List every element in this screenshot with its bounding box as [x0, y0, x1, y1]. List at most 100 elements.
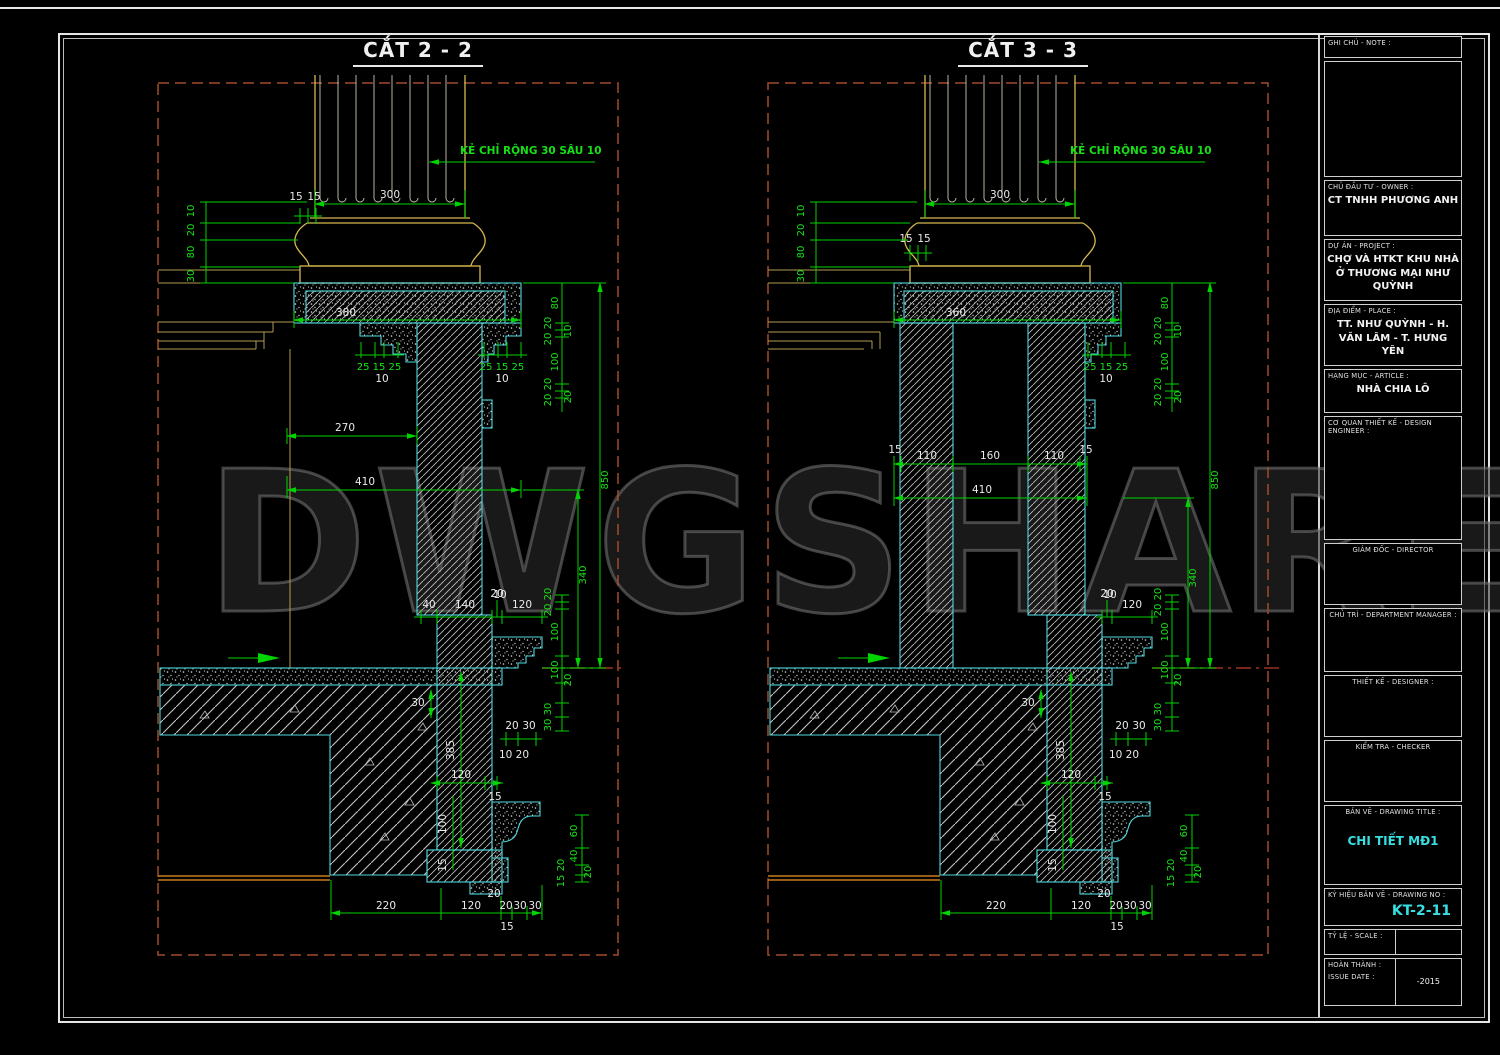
dim-340: 340: [578, 565, 589, 584]
section-3-3-title: CẮT 3 - 3: [938, 38, 1108, 67]
dim-m30: 30: [1132, 720, 1145, 732]
tb-article: HẠNG MỤC - ARTICLE : NHÀ CHIA LÔ: [1324, 369, 1462, 413]
dim-410: 410: [355, 476, 375, 488]
dim-rb2020: 20 20: [543, 588, 554, 617]
dim-cap-w: 380: [336, 307, 356, 319]
dim-m1020: 10 20: [1109, 749, 1139, 761]
ground-lines: [158, 875, 330, 881]
dim-bt30b: 30: [1138, 900, 1151, 912]
project-value: CHỢ VÀ HTKT KHU NHÀ Ở THƯƠNG MẠI NHƯ QUỲ…: [1327, 254, 1459, 292]
dim-bt120: 120: [461, 900, 481, 912]
dim-rs20: 20: [1173, 391, 1184, 404]
tb-place: ĐỊA ĐIỂM - PLACE : TT. NHƯ QUỲNH - H. VĂ…: [1324, 304, 1462, 366]
dim-fr60: 60: [569, 825, 580, 838]
dim-bt220: 220: [376, 900, 396, 912]
tb-drawing-no: KÝ HIỆU BẢN VẼ - DRAWING NO : KT-2-11: [1324, 888, 1462, 926]
tb-manager: CHỦ TRÌ - DEPARTMENT MANAGER :: [1324, 608, 1462, 672]
dim-m20: 20: [505, 720, 518, 732]
section-arrow-icon: [228, 653, 280, 663]
dim-rs100a: 100: [550, 352, 561, 371]
tb-note-label: GHI CHÚ - NOTE :: [1324, 36, 1462, 58]
dim-off-l: 15: [899, 233, 912, 245]
tb-project: DỰ ÁN - PROJECT : CHỢ VÀ HTKT KHU NHÀ Ở …: [1324, 239, 1462, 301]
dim-ins-r: 25 15 25: [1084, 362, 1129, 373]
dim-c20: 20: [1100, 588, 1113, 600]
dim-rb20: 20: [563, 674, 574, 687]
dim-base20: 20: [186, 224, 197, 237]
dim-f100: 100: [1047, 814, 1059, 834]
section-2-2-title: CẮT 2 - 2: [333, 38, 503, 67]
dim-bt30a: 30: [1123, 900, 1136, 912]
tb-scale: TỶ LỆ - SCALE :: [1324, 929, 1462, 955]
dim-base30: 30: [796, 270, 807, 283]
tb-note-box: [1324, 61, 1462, 177]
dim-rs2020b: 20 20: [543, 378, 554, 407]
tb-design-engineer: CƠ QUAN THIẾT KẾ - DESIGN ENGINEER :: [1324, 416, 1462, 540]
drawing-title-value: CHI TIẾT MĐ1: [1347, 834, 1439, 848]
dim-rb3030: 30 30: [1153, 703, 1164, 732]
tb-designer: THIẾT KẾ - DESIGNER :: [1324, 675, 1462, 737]
dim-b120: 120: [451, 769, 471, 781]
dim-385: 385: [1055, 740, 1067, 760]
dim-b15: 15: [488, 791, 501, 803]
dim-rs80: 80: [1160, 297, 1171, 310]
tb-owner: CHỦ ĐẦU TƯ - OWNER : CT TNHH PHƯƠNG ANH: [1324, 180, 1462, 236]
dim-bt15: 15: [500, 921, 513, 933]
dim-bt20b: 20: [1109, 900, 1122, 912]
drawing-no-value: KT-2-11: [1391, 903, 1451, 919]
dim-rs2020a: 20 20: [1153, 317, 1164, 346]
dim-rs10: 10: [1173, 325, 1184, 338]
dim-c120: 120: [512, 599, 532, 611]
column: [904, 75, 1096, 284]
dim-rs20: 20: [563, 391, 574, 404]
dim-ins-r: 25 15 25: [480, 362, 525, 373]
dim-f15: 15: [1047, 858, 1059, 871]
dim-fr1520: 15 20: [1166, 859, 1177, 888]
tb-checker: KIỂM TRA - CHECKER: [1324, 740, 1462, 802]
dim-step30: 30: [1021, 697, 1034, 709]
dim-b120: 120: [1061, 769, 1081, 781]
dim-base80: 80: [186, 246, 197, 259]
floor-slab: [769, 667, 1113, 876]
dim-c120: 120: [1122, 599, 1142, 611]
dim-c20: 20: [490, 588, 503, 600]
dim-fr20: 20: [1193, 866, 1204, 879]
dim-fr20: 20: [583, 866, 594, 879]
dim-fr40: 40: [1179, 850, 1190, 863]
tb-director: GIÁM ĐỐC - DIRECTOR: [1324, 543, 1462, 605]
dim-rs2020b: 20 20: [1153, 378, 1164, 407]
panel-border: [157, 82, 619, 956]
dim-bt30b: 30: [528, 900, 541, 912]
dim-rb100a: 100: [1160, 622, 1171, 641]
dim-bt15: 15: [1110, 921, 1123, 933]
dim-off-l: 15: [289, 191, 302, 203]
dim-f100: 100: [437, 814, 449, 834]
dim-ins-r10: 10: [1099, 373, 1112, 385]
scale-value: [1426, 941, 1430, 943]
dim-850: 850: [600, 470, 611, 489]
dim-off-r: 15: [917, 233, 930, 245]
pier: [293, 282, 543, 895]
dim-bt20: 20: [487, 888, 500, 900]
article-value: NHÀ CHIA LÔ: [1356, 384, 1430, 395]
dim-base80: 80: [796, 246, 807, 259]
dim-rs2020a: 20 20: [543, 317, 554, 346]
issue-date-value: -2015: [1416, 976, 1440, 986]
tb-drawing-title: BẢN VẼ - DRAWING TITLE : CHI TIẾT MĐ1: [1324, 805, 1462, 885]
dim-m20: 20: [1115, 720, 1128, 732]
dim-bt20: 20: [1097, 888, 1110, 900]
note-text: KẺ CHỈ RỘNG 30 SÂU 10: [1070, 143, 1212, 157]
section-3-3-drawing: 15 15 300 KẺ CHỈ RỘNG 30 SÂU 10 10 20 80…: [767, 75, 1279, 956]
dim-340: 340: [1188, 568, 1199, 587]
section-arrow-icon: [838, 653, 890, 663]
sheet-top-edge: [0, 7, 1500, 9]
dim-base10: 10: [186, 205, 197, 218]
dim-850: 850: [1210, 470, 1221, 489]
dim-b15: 15: [1098, 791, 1111, 803]
dimensions: 15 15 300 KẺ CHỈ RỘNG 30 SÂU 10 10 20 80…: [186, 143, 611, 933]
ground-lines: [768, 875, 940, 881]
dim-bt220: 220: [986, 900, 1006, 912]
dim-c140: 140: [455, 599, 475, 611]
dim-fr1520: 15 20: [556, 859, 567, 888]
